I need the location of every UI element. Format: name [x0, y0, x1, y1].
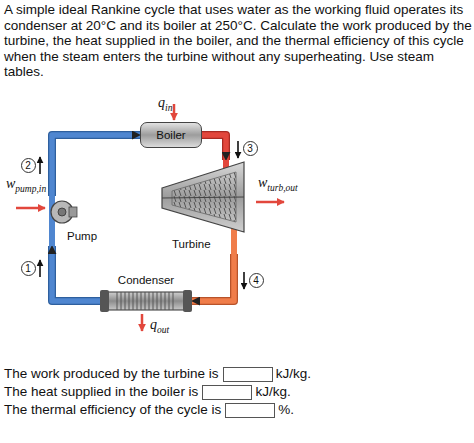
- answer-box: [223, 367, 273, 382]
- problem-statement: A simple ideal Rankine cycle that uses w…: [4, 2, 472, 80]
- component-label: Turbine: [172, 238, 211, 250]
- flow-arrow: [39, 157, 41, 174]
- state-label: 3: [247, 143, 253, 154]
- question-text: The heat supplied in the boiler is: [4, 384, 198, 400]
- condensate-pipe: [52, 246, 100, 301]
- pump-work-arrow: [16, 207, 45, 210]
- subscript: pump,in: [15, 184, 46, 194]
- pipe-flow: [192, 254, 234, 301]
- turbine: Turbine: [158, 160, 253, 254]
- state-number: 2: [21, 158, 36, 173]
- answer-box: [225, 403, 275, 418]
- state-number: 3: [243, 141, 258, 156]
- pump: Pump: [45, 196, 97, 246]
- unit-text: kJ/kg.: [255, 384, 290, 400]
- heat-out-arrow: [141, 314, 144, 331]
- heat-symbol: q: [150, 318, 157, 332]
- flow-arrow: [237, 141, 239, 158]
- heat-in-arrow: [173, 104, 176, 120]
- boiler-box: Boiler: [140, 122, 202, 148]
- state-number: 4: [249, 273, 264, 288]
- pipe-wall: [202, 135, 226, 160]
- pipe-wall: [52, 135, 140, 196]
- question-text: The work produced by the turbine is: [4, 366, 219, 382]
- pipe-flow: [202, 135, 226, 160]
- answer-box: [202, 385, 252, 400]
- component-label: Pump: [67, 230, 97, 242]
- pipe-wall: [192, 254, 234, 301]
- exhaust-pipe: [192, 254, 234, 301]
- work-symbol: w: [258, 176, 267, 190]
- unit-text: %.: [278, 402, 294, 418]
- subscript: out: [157, 325, 169, 335]
- condenser: Condenser: [100, 272, 192, 312]
- pipe-flow: [52, 246, 100, 301]
- state-label: 4: [253, 275, 259, 286]
- state-number: 1: [21, 261, 36, 276]
- question-text: The thermal efficiency of the cycle is: [4, 402, 221, 418]
- subscript: in: [165, 103, 172, 113]
- work-symbol: w: [6, 177, 15, 191]
- turbine-work-arrow: [256, 201, 284, 204]
- state-label: 2: [25, 160, 31, 171]
- flow-arrow: [243, 272, 245, 289]
- flow-arrow: [39, 260, 41, 277]
- component-label: Boiler: [156, 129, 185, 141]
- state-label: 1: [25, 263, 31, 274]
- unit-text: kJ/kg.: [276, 366, 311, 382]
- pipe-wall: [52, 246, 100, 301]
- feedwater-pipe: [52, 135, 140, 196]
- pipe-flow: [52, 135, 140, 196]
- component-label: Condenser: [100, 274, 192, 286]
- steam-pipe: [202, 135, 226, 160]
- subscript: turb,out: [267, 183, 297, 193]
- heat-symbol: q: [158, 96, 165, 110]
